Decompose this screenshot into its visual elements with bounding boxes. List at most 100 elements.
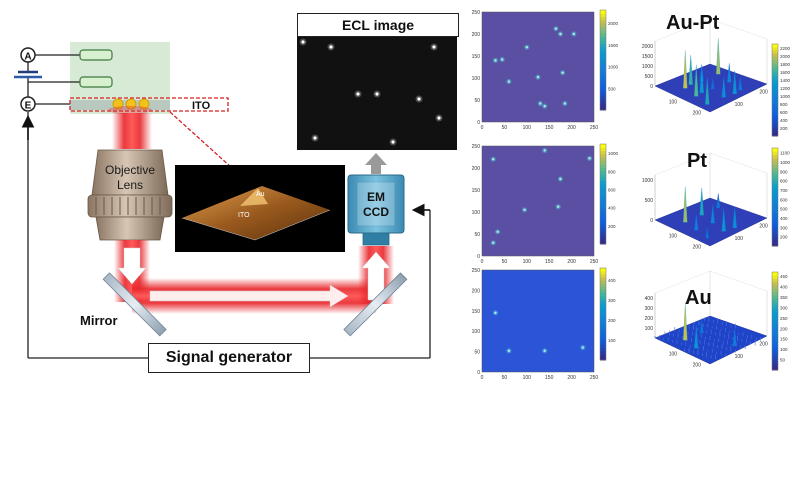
surface-2-x-tick: 100 bbox=[735, 236, 744, 242]
surface-1-z-tick: 1000 bbox=[642, 64, 653, 70]
heatmap-3-y-tick: 0 bbox=[477, 370, 480, 376]
heatmap-3-y-tick: 250 bbox=[472, 268, 481, 274]
surface-2-colorbar-segment bbox=[772, 170, 778, 175]
surface-1-colorbar-segment bbox=[772, 83, 778, 88]
heatmap-1-spot bbox=[507, 80, 511, 83]
heatmap-1-colorbar-segment bbox=[600, 63, 606, 68]
surface-2-z-tick: 500 bbox=[645, 198, 654, 204]
heatmap-1-colorbar-segment bbox=[600, 106, 606, 111]
heatmap-2-colorbar-segment bbox=[600, 154, 606, 158]
heatmap-2-y-tick: 250 bbox=[472, 144, 481, 150]
surface-1-colorbar-segment bbox=[772, 86, 778, 91]
heatmap-3-x-tick: 200 bbox=[567, 375, 576, 381]
heatmap-3-spot bbox=[507, 349, 511, 352]
surface-1-colorbar-segment bbox=[772, 108, 778, 112]
heatmap-3-colorbar-segment bbox=[600, 338, 606, 343]
heatmap-2-colorbar-segment bbox=[600, 197, 606, 202]
beam-top bbox=[112, 113, 152, 149]
surface-1-colorbar-segment bbox=[772, 132, 778, 137]
surface-2-colorbar-tick: 800 bbox=[780, 179, 788, 184]
heatmap-2-colorbar-segment bbox=[600, 184, 606, 188]
surface-2-colorbar-frame bbox=[771, 147, 779, 247]
heatmap-1-colorbar-segment bbox=[600, 13, 606, 18]
heatmap-1-colorbar-segment bbox=[600, 16, 606, 21]
heatmap-2-colorbar-segment bbox=[600, 187, 606, 192]
surface-2-colorbar-tick: 900 bbox=[780, 169, 788, 174]
surface-2-colorbar-tick: 300 bbox=[780, 225, 788, 230]
surface-3-z-tick: 200 bbox=[645, 316, 654, 322]
heatmap-1-colorbar-segment bbox=[600, 103, 606, 108]
heatmap-2-y-tick: 200 bbox=[472, 166, 481, 172]
heatmap-2-colorbar-segment bbox=[600, 150, 606, 155]
surface-2-colorbar-segment bbox=[772, 151, 778, 156]
heatmap-3-colorbar-segment bbox=[600, 310, 606, 315]
heatmap-2-colorbar-segment bbox=[600, 240, 606, 245]
surface-1-top-edge1 bbox=[654, 18, 711, 42]
surface-1-colorbar-segment bbox=[772, 71, 778, 76]
surface-2-colorbar-tick: 1000 bbox=[780, 160, 791, 165]
heatmap-3-colorbar-segment bbox=[600, 271, 606, 275]
ecl-spot bbox=[329, 45, 333, 49]
heatmap-3-colorbar-segment bbox=[600, 347, 606, 352]
surface-2-peak bbox=[710, 204, 715, 224]
heatmap-2-colorbar-segment bbox=[600, 164, 606, 168]
heatmap-1-colorbar-segment bbox=[600, 76, 606, 81]
heatmap-3-colorbar-tick: 100 bbox=[608, 338, 616, 343]
surface-2-colorbar-segment bbox=[772, 161, 778, 165]
surface-1-colorbar-segment bbox=[772, 114, 778, 119]
heatmap-2-spot bbox=[559, 177, 562, 181]
ecl-image-title: ECL image bbox=[297, 13, 459, 37]
heatmap-3-colorbar-tick: 200 bbox=[608, 318, 616, 323]
heatmap-1-y-tick: 250 bbox=[472, 10, 481, 16]
heatmap-1-spot bbox=[554, 27, 558, 30]
heatmap-1-spot bbox=[500, 58, 504, 61]
heatmap-2-spot bbox=[523, 208, 526, 211]
ecl-image-title-text: ECL image bbox=[341, 17, 415, 33]
surface-3-colorbar-segment bbox=[772, 301, 778, 306]
surface-1-colorbar-segment bbox=[772, 126, 778, 131]
heatmap-3-colorbar-segment bbox=[600, 335, 606, 340]
surface-2-colorbar-segment bbox=[772, 200, 778, 205]
surface-1-colorbar-segment bbox=[772, 102, 778, 106]
surface-1-peak bbox=[716, 38, 721, 75]
heatmap-1-colorbar-segment bbox=[600, 30, 606, 34]
heatmap-3-spot bbox=[494, 311, 497, 315]
heatmap-3-y-tick: 50 bbox=[474, 350, 480, 356]
heatmap-3-colorbar-segment bbox=[600, 286, 606, 290]
surface-2-colorbar-tick: 200 bbox=[780, 235, 788, 240]
surface-2-colorbar-segment bbox=[772, 239, 778, 244]
surface-3-peak bbox=[683, 302, 688, 341]
heatmap-2-spot bbox=[588, 157, 591, 160]
heatmap-1-spot bbox=[543, 104, 546, 108]
surface-1-peak bbox=[721, 76, 726, 98]
heatmap-1-colorbar-segment bbox=[600, 100, 606, 104]
heatmap-3-colorbar-segment bbox=[600, 344, 606, 349]
surface-3-colorbar-segment bbox=[772, 291, 778, 296]
surface-2-peak bbox=[699, 187, 704, 216]
surface-2-colorbar-segment bbox=[772, 193, 778, 198]
surface-2-colorbar-segment bbox=[772, 180, 778, 185]
heatmap-2-colorbar-segment bbox=[600, 177, 606, 182]
ito-highlight-box bbox=[69, 97, 229, 112]
surface-3-colorbar-segment bbox=[772, 343, 778, 348]
beam-arrows bbox=[117, 247, 391, 308]
heatmap-2-y-tick: 50 bbox=[474, 232, 480, 238]
surface-3-peak bbox=[694, 325, 699, 349]
reference-electrode bbox=[79, 76, 113, 88]
heatmap-1-colorbar-segment bbox=[600, 53, 606, 58]
heatmap-3-colorbar-segment bbox=[600, 353, 606, 358]
surface-3-x-tick: 100 bbox=[735, 354, 744, 360]
surface-1-colorbar-segment bbox=[772, 99, 778, 103]
heatmap-1-colorbar-tick: 1500 bbox=[608, 43, 619, 48]
zoom-line bbox=[169, 111, 233, 169]
surface-3-colorbar-segment bbox=[772, 340, 778, 345]
heatmap-3-colorbar-segment bbox=[600, 304, 606, 309]
surface-3-colorbar-segment bbox=[772, 304, 778, 309]
ito-label: ITO bbox=[192, 100, 211, 112]
mirror-right bbox=[343, 272, 408, 337]
surface-2-z-tick: 0 bbox=[650, 218, 653, 224]
surface-3-colorbar-segment bbox=[772, 285, 778, 289]
surface-2-colorbar-tick: 400 bbox=[780, 216, 788, 221]
surface-1-colorbar-segment bbox=[772, 50, 778, 54]
ecl-spot bbox=[417, 97, 421, 101]
